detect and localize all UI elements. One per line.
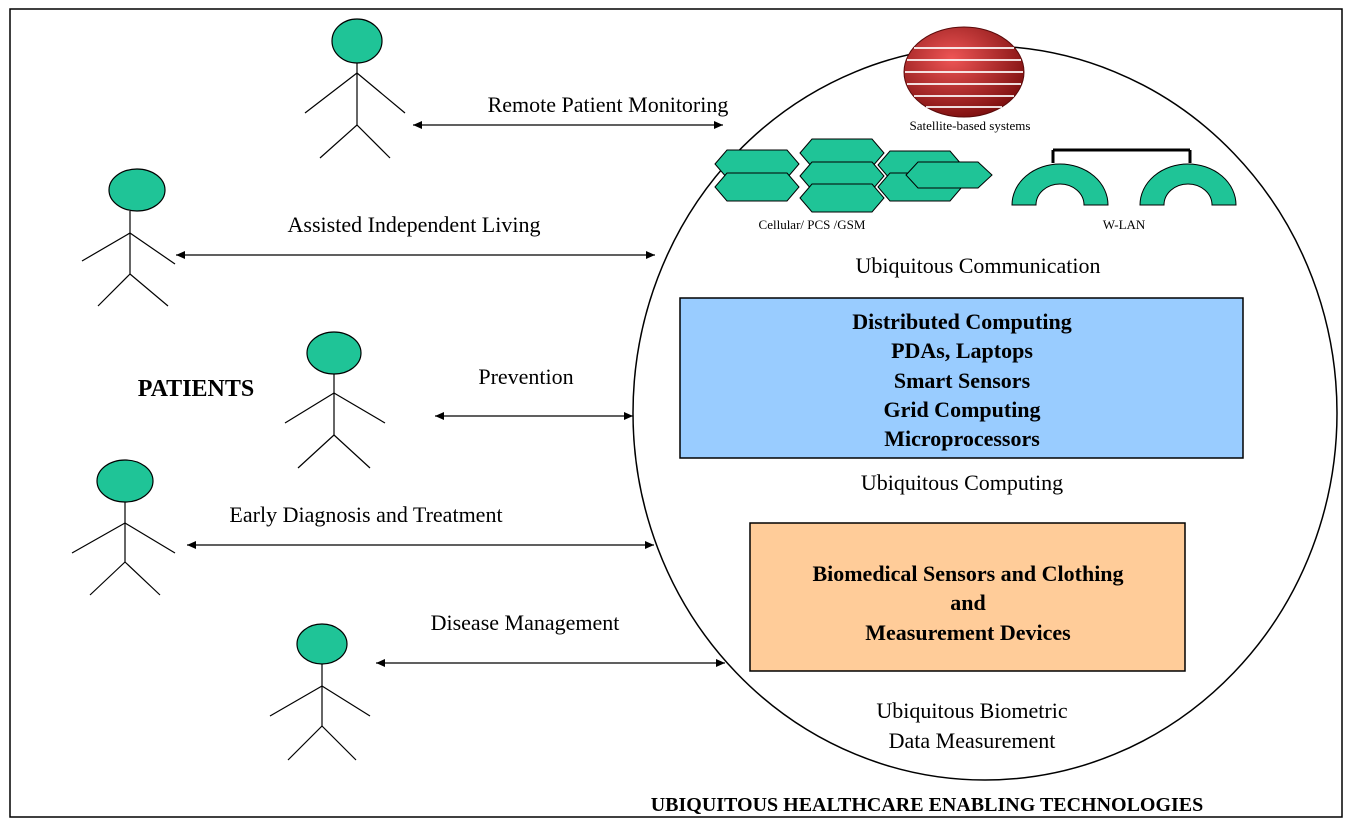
computing-item: Distributed Computing	[852, 309, 1071, 334]
patient-figure-1	[304, 18, 406, 159]
wlan-label: W-LAN	[1103, 217, 1146, 232]
communication-title: Ubiquitous Communication	[855, 253, 1100, 278]
footer-title: UBIQUITOUS HEALTHCARE ENABLING TECHNOLOG…	[651, 794, 1204, 816]
satellite-icon	[903, 26, 1025, 118]
patient-figure-3	[284, 331, 386, 469]
cellular-label: Cellular/ PCS /GSM	[759, 217, 866, 232]
service-label-prevention: Prevention	[478, 364, 573, 389]
cellular-network-icon	[714, 138, 993, 213]
diagram-frame	[9, 8, 1343, 818]
patient-figure-2	[81, 168, 176, 307]
service-label-early-diagnosis: Early Diagnosis and Treatment	[229, 502, 502, 527]
wlan-icon	[1011, 148, 1237, 206]
computing-item: Grid Computing	[883, 397, 1040, 422]
computing-title: Ubiquitous Computing	[861, 470, 1063, 495]
service-label-remote-monitoring: Remote Patient Monitoring	[488, 92, 729, 117]
biometric-box	[749, 522, 1186, 672]
computing-item: Microprocessors	[884, 426, 1040, 451]
biometric-item: and	[950, 590, 985, 615]
computing-box	[679, 297, 1244, 459]
biometric-item: Biomedical Sensors and Clothing	[812, 561, 1123, 586]
satellite-label: Satellite-based systems	[910, 118, 1031, 133]
patient-figure-4	[71, 459, 176, 596]
biometric-item: Measurement Devices	[865, 620, 1071, 645]
patients-label: PATIENTS	[138, 376, 254, 402]
service-label-disease-management: Disease Management	[431, 610, 620, 635]
patient-figure-5	[269, 623, 371, 761]
biometric-title-line2: Data Measurement	[889, 728, 1056, 753]
service-label-assisted-living: Assisted Independent Living	[288, 212, 541, 237]
biometric-title-line1: Ubiquitous Biometric	[876, 698, 1068, 723]
computing-item: PDAs, Laptops	[891, 338, 1033, 363]
computing-item: Smart Sensors	[894, 368, 1031, 393]
